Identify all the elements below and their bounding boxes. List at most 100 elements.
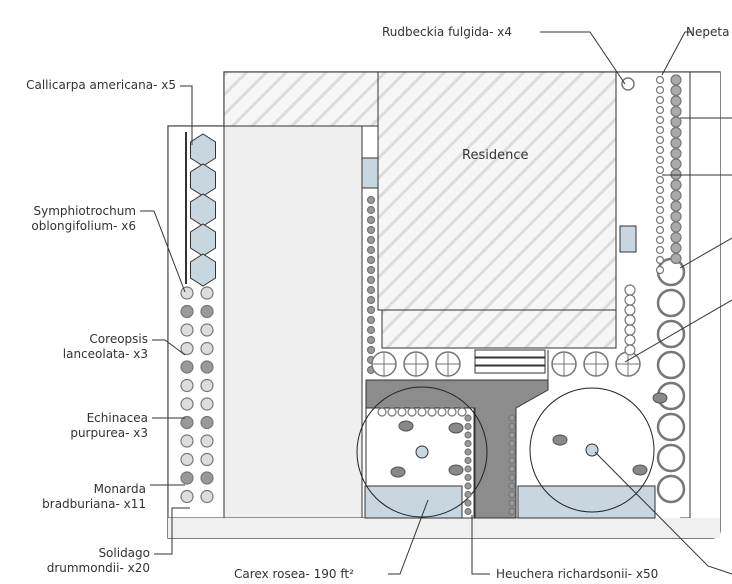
- front-hatched-area: [223, 71, 379, 127]
- heuchera-plant: [464, 431, 472, 439]
- boulder: [390, 466, 406, 478]
- heuchera-plant: [508, 482, 516, 490]
- label-line: Solidago: [98, 546, 150, 560]
- plant: [624, 284, 636, 296]
- heuchera-plant: [464, 490, 472, 499]
- perennial-plant: [180, 360, 194, 374]
- heuchera-plant: [464, 422, 472, 431]
- heuchera-plant: [464, 414, 472, 422]
- heuchera-plant: [508, 414, 516, 422]
- plant: [417, 407, 427, 417]
- nepeta-plant: [670, 95, 682, 107]
- heuchera-plant: [508, 431, 516, 439]
- residence-label: Residence: [462, 148, 529, 163]
- callicarpa-shrub: [190, 253, 216, 287]
- label-line: Symphiotrochum: [33, 204, 136, 218]
- plant: [407, 407, 417, 417]
- large-shrub: [656, 319, 686, 349]
- heuchera-plant: [464, 499, 472, 507]
- nepeta-plant: [670, 179, 682, 191]
- perennial-plant: [200, 471, 214, 485]
- large-shrub: [656, 443, 686, 473]
- heuchera-plant: [366, 275, 376, 285]
- nepeta-plant: [670, 105, 682, 118]
- plant: [655, 95, 665, 105]
- plant: [624, 314, 636, 326]
- plant: [655, 105, 665, 115]
- nepeta-plant: [670, 200, 682, 212]
- plant: [624, 304, 636, 316]
- perennial-plant: [200, 452, 214, 467]
- plant: [655, 245, 665, 255]
- perennial-plant: [180, 378, 194, 393]
- perennial-plant: [180, 304, 194, 319]
- plant-mark: [552, 352, 576, 376]
- perennial-plant: [180, 415, 194, 430]
- bottom-band: [168, 518, 720, 538]
- nepeta-plant: [670, 137, 682, 149]
- heuchera-plant: [366, 225, 376, 235]
- large-shrub: [656, 288, 686, 318]
- large-shrub: [656, 474, 686, 504]
- perennial-plant: [200, 378, 214, 393]
- heuchera-plant: [508, 490, 516, 499]
- perennial-plant: [180, 323, 194, 337]
- steps: [474, 349, 546, 374]
- label-rudbeckia: Rudbeckia fulgida- x4: [382, 25, 513, 39]
- perennial-plant: [200, 489, 214, 504]
- heuchera-plant: [366, 245, 376, 255]
- heuchera-plant: [366, 205, 376, 215]
- nepeta-plant: [670, 126, 682, 139]
- plant: [655, 235, 665, 245]
- heuchera-plant: [508, 473, 516, 482]
- perennial-plant: [200, 286, 214, 300]
- tree-trunk: [415, 445, 429, 459]
- plant-mark: [584, 352, 608, 376]
- plant: [655, 165, 665, 175]
- plant: [655, 225, 665, 235]
- label-line: oblongifolium- x6: [31, 219, 136, 233]
- perennial-plant: [180, 341, 194, 356]
- label-line: purpurea- x3: [70, 426, 148, 440]
- plant: [655, 255, 665, 265]
- label-line: bradburiana- x11: [42, 497, 146, 511]
- carex-area-left: [364, 485, 463, 519]
- plant: [387, 407, 397, 417]
- heuchera-plant: [508, 465, 516, 473]
- nepeta-plant: [670, 158, 682, 170]
- nepeta-plant: [670, 189, 682, 202]
- boulder: [632, 464, 648, 476]
- large-shrub: [656, 412, 686, 442]
- nepeta-plant: [670, 231, 682, 244]
- plant-mark: [404, 352, 428, 376]
- label-nepeta: Nepeta: [686, 25, 730, 39]
- heuchera-plant: [366, 235, 376, 245]
- perennial-plant: [200, 434, 214, 448]
- heuchera-plant: [508, 439, 516, 448]
- carex-area-right: [517, 485, 656, 519]
- plant: [447, 407, 457, 417]
- heuchera-plant: [508, 507, 516, 516]
- perennial-plant: [180, 397, 194, 411]
- plant: [377, 407, 387, 417]
- plant: [624, 294, 636, 306]
- perennial-plant: [200, 341, 214, 356]
- heuchera-plant: [508, 448, 516, 456]
- rudbeckia-plant: [621, 77, 635, 91]
- plant: [624, 324, 636, 336]
- boulder: [448, 422, 464, 434]
- heuchera-plant: [508, 499, 516, 507]
- plant: [655, 145, 665, 155]
- plant: [437, 407, 447, 417]
- perennial-plant: [200, 397, 214, 411]
- plant-mark: [372, 352, 396, 376]
- nepeta-plant: [670, 116, 682, 128]
- heuchera-plant: [366, 255, 376, 265]
- heuchera-plant: [366, 335, 376, 345]
- driveway: [223, 125, 363, 519]
- nepeta-plant: [670, 242, 682, 254]
- residence-porch: [381, 309, 617, 349]
- plant: [427, 407, 437, 417]
